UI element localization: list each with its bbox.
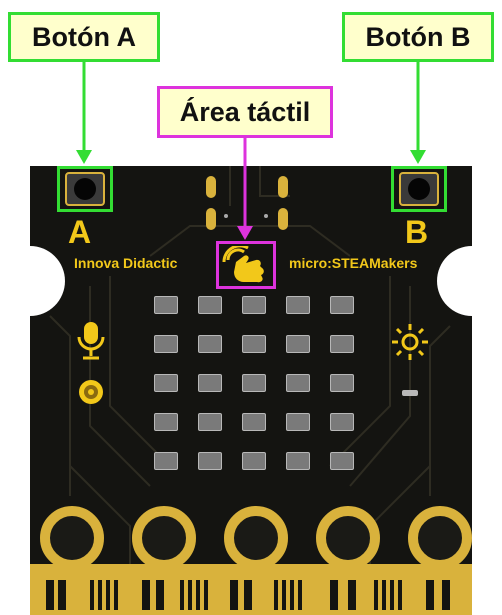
microcontroller-board: A B Innova Didactic micro:STEAMakers xyxy=(30,166,472,615)
led-r4-c1 xyxy=(154,413,178,431)
led-r3-c2 xyxy=(198,374,222,392)
callout-touch-area: Área táctil xyxy=(157,86,333,138)
buzzer-icon xyxy=(77,378,105,406)
led-r4-c5 xyxy=(330,413,354,431)
light-sensor xyxy=(402,390,418,396)
led-r3-c3 xyxy=(242,374,266,392)
arrow-button-a xyxy=(76,62,92,164)
button-a-label: A xyxy=(68,214,91,251)
callout-button-b: Botón B xyxy=(342,12,494,62)
led-r2-c2 xyxy=(198,335,222,353)
led-r3-c4 xyxy=(286,374,310,392)
button-b[interactable] xyxy=(398,171,440,207)
arrow-button-b xyxy=(410,62,426,164)
sun-light-icon xyxy=(390,322,430,362)
pad-3[interactable] xyxy=(224,506,288,570)
led-r4-c4 xyxy=(286,413,310,431)
callout-button-a: Botón A xyxy=(8,12,160,62)
led-r3-c1 xyxy=(154,374,178,392)
pad-2[interactable] xyxy=(132,506,196,570)
brand-left: Innova Didactic xyxy=(74,255,177,271)
pad-1[interactable] xyxy=(40,506,104,570)
led-r1-c2 xyxy=(198,296,222,314)
led-r5-c4 xyxy=(286,452,310,470)
led-r4-c2 xyxy=(198,413,222,431)
brand-right: micro:STEAMakers xyxy=(289,255,417,271)
pad-4[interactable] xyxy=(316,506,380,570)
led-r1-c4 xyxy=(286,296,310,314)
led-r5-c5 xyxy=(330,452,354,470)
led-r1-c5 xyxy=(330,296,354,314)
led-r3-c5 xyxy=(330,374,354,392)
button-b-label: B xyxy=(405,214,428,251)
hand-touch-icon[interactable] xyxy=(222,246,270,284)
led-r5-c2 xyxy=(198,452,222,470)
led-r1-c1 xyxy=(154,296,178,314)
led-r4-c3 xyxy=(242,413,266,431)
led-r2-c3 xyxy=(242,335,266,353)
pad-5[interactable] xyxy=(408,506,472,570)
led-r5-c3 xyxy=(242,452,266,470)
microphone-icon xyxy=(74,320,108,362)
led-r2-c5 xyxy=(330,335,354,353)
led-r2-c1 xyxy=(154,335,178,353)
button-a[interactable] xyxy=(64,171,106,207)
led-r1-c3 xyxy=(242,296,266,314)
led-r5-c1 xyxy=(154,452,178,470)
edge-connector-pins xyxy=(30,574,472,615)
led-r2-c4 xyxy=(286,335,310,353)
